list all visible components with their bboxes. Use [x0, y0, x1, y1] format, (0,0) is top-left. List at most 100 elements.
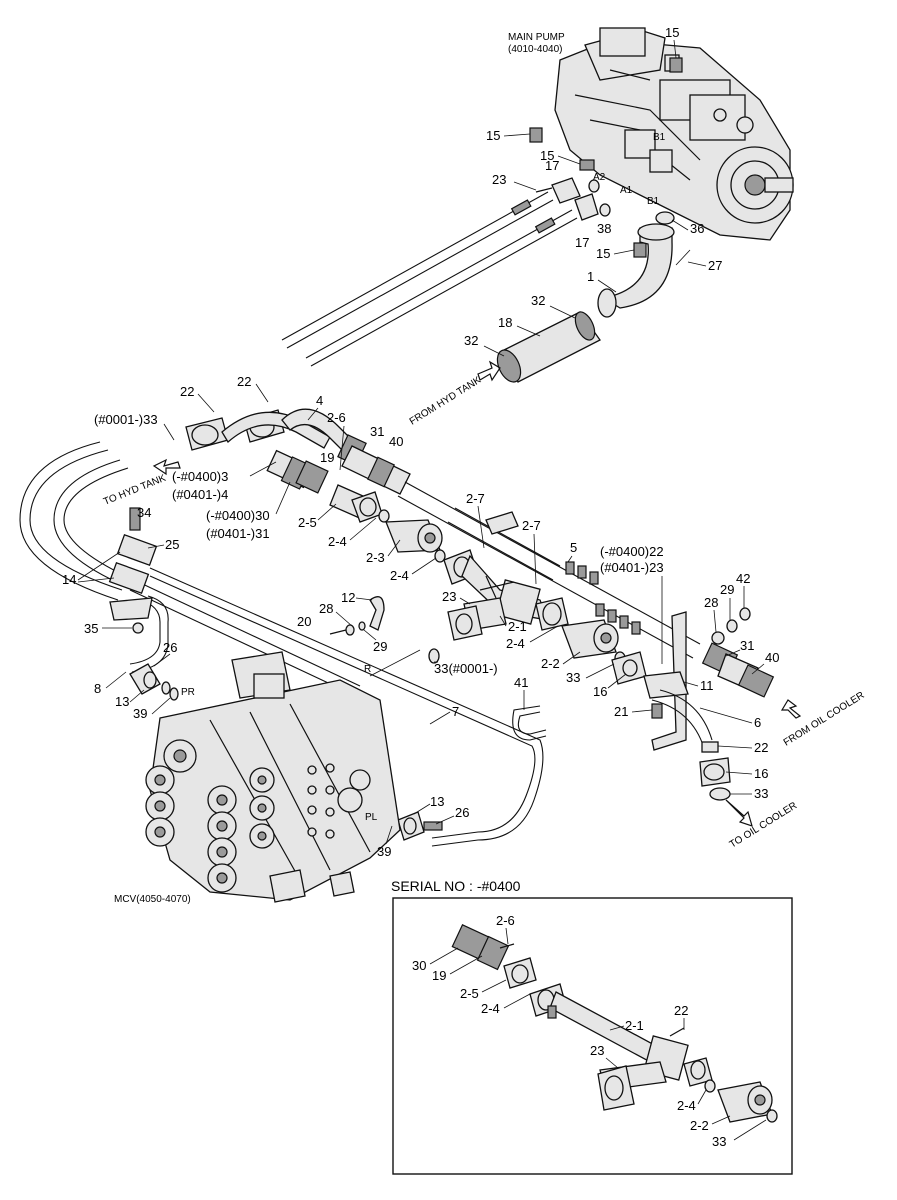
callout-16: 16 — [593, 684, 607, 699]
callout-25: 25 — [165, 537, 179, 552]
inset-callout-2-6: 2-6 — [496, 913, 515, 928]
clamps — [108, 507, 158, 634]
mcv — [145, 651, 401, 903]
callout-20: 20 — [297, 614, 311, 629]
callout-15: 15 — [596, 246, 610, 261]
inset-callout-19: 19 — [432, 968, 446, 983]
callout-33: (#0001-)33 — [94, 412, 158, 427]
callout-40: 40 — [389, 434, 403, 449]
mcv-title: MCV(4050-4070) — [114, 894, 191, 905]
pilot-fittings — [129, 663, 443, 841]
inset-callout-22: 22 — [674, 1003, 688, 1018]
callout-2-2: 2-2 — [541, 656, 560, 671]
callout-2-1: 2-1 — [508, 619, 527, 634]
callout-12: 12 — [341, 590, 355, 605]
callout-15: 15 — [486, 128, 500, 143]
callout-28: 28 — [704, 595, 718, 610]
callout-41: 41 — [514, 675, 528, 690]
callout-18: 18 — [498, 315, 512, 330]
small-hardware — [329, 596, 440, 664]
callout-3: (-#0400)3 — [172, 469, 228, 484]
bracket-and-hose — [643, 611, 731, 801]
callout-13: 13 — [430, 794, 444, 809]
callout-17: 17 — [575, 235, 589, 250]
callout-23-serial: (#0401-)23 — [600, 560, 664, 575]
pilot-line-7 — [149, 567, 544, 847]
callout-39: 39 — [377, 844, 391, 859]
callout-13: 13 — [115, 694, 129, 709]
callout-31: 31 — [370, 424, 384, 439]
callout-29: 29 — [373, 639, 387, 654]
inset-callout-23: 23 — [590, 1043, 604, 1058]
callout-21: 21 — [614, 704, 628, 719]
callout-34: 34 — [137, 505, 151, 520]
callout-40: 40 — [765, 650, 779, 665]
callout-32: 32 — [531, 293, 545, 308]
cooler-inlet-hose — [701, 607, 775, 698]
main-pump-serial: (4010-4040) — [508, 44, 562, 55]
inset-callout-2-4: 2-4 — [481, 1001, 500, 1016]
callout-7: 7 — [452, 704, 459, 719]
callout-36: 36 — [690, 221, 704, 236]
callout-2-7: 2-7 — [522, 518, 541, 533]
callout-29: 29 — [720, 582, 734, 597]
port-r: R — [364, 664, 371, 675]
callout-33: 33 — [754, 786, 768, 801]
return-pipe-upper — [185, 408, 411, 495]
port-pl: PL — [365, 812, 378, 823]
pump-delivery-tubes — [281, 191, 578, 367]
main-pump-title: MAIN PUMP — [508, 32, 565, 43]
callout-23: 23 — [442, 589, 456, 604]
callout-15: 15 — [665, 25, 679, 40]
callout-42: 42 — [736, 571, 750, 586]
from-hyd-tank-label: FROM HYD TANK — [408, 375, 484, 428]
fittings-cluster — [565, 561, 641, 635]
callout-11: 11 — [700, 678, 714, 693]
callout-2-3: 2-3 — [366, 550, 385, 565]
port-b1-upper: B1 — [653, 132, 666, 143]
callout-39: 39 — [133, 706, 147, 721]
inset-callout-2-2: 2-2 — [690, 1118, 709, 1133]
plug-fittings — [529, 57, 683, 258]
callout-35: 35 — [84, 621, 98, 636]
callout-26: 26 — [455, 805, 469, 820]
callout-3b: (#0401-)4 — [172, 487, 228, 502]
callout-22: 22 — [754, 740, 768, 755]
callout-23: 23 — [492, 172, 506, 187]
callout-2-5: 2-5 — [298, 515, 317, 530]
valve-block-left — [329, 484, 446, 563]
callout-32: 32 — [464, 333, 478, 348]
callout-22-serial: (-#0400)22 — [600, 544, 664, 559]
inset-callout-33: 33 — [712, 1134, 726, 1149]
inset-callout-2-5: 2-5 — [460, 986, 479, 1001]
port-b1: B1 — [647, 196, 660, 207]
callout-2-4: 2-4 — [328, 534, 347, 549]
svg-text:TO HYD TANK: TO HYD TANK — [102, 473, 168, 508]
callout-22: 22 — [237, 374, 251, 389]
callout-30: (-#0400)30 — [206, 508, 270, 523]
pump-outlet-flanges — [535, 177, 675, 225]
callout-33: 33 — [566, 670, 580, 685]
callout-27: 27 — [708, 258, 722, 273]
hyd-tank-return-lines — [19, 441, 361, 697]
callout-30b: (#0401-)31 — [206, 526, 270, 541]
callout-5: 5 — [570, 540, 577, 555]
callout-16: 16 — [754, 766, 768, 781]
to-hyd-tank-label: TO HYD TANK — [102, 473, 168, 508]
callout-2-7: 2-7 — [466, 491, 485, 506]
inset-frame — [392, 897, 793, 1175]
mcv-ports — [307, 763, 371, 839]
inset-callout-30: 30 — [412, 958, 426, 973]
callout-6: 6 — [754, 715, 761, 730]
inset-title: SERIAL NO : -#0400 — [391, 878, 521, 894]
main-pump — [554, 27, 794, 241]
callout-28: 28 — [319, 601, 333, 616]
callout-4: 4 — [316, 393, 323, 408]
inset-callout-2-4: 2-4 — [677, 1098, 696, 1113]
callout-15: 15 — [540, 148, 554, 163]
callout-8: 8 — [94, 681, 101, 696]
callout-38: 38 — [597, 221, 611, 236]
svg-text:FROM OIL COOLER: FROM OIL COOLER — [782, 690, 867, 749]
